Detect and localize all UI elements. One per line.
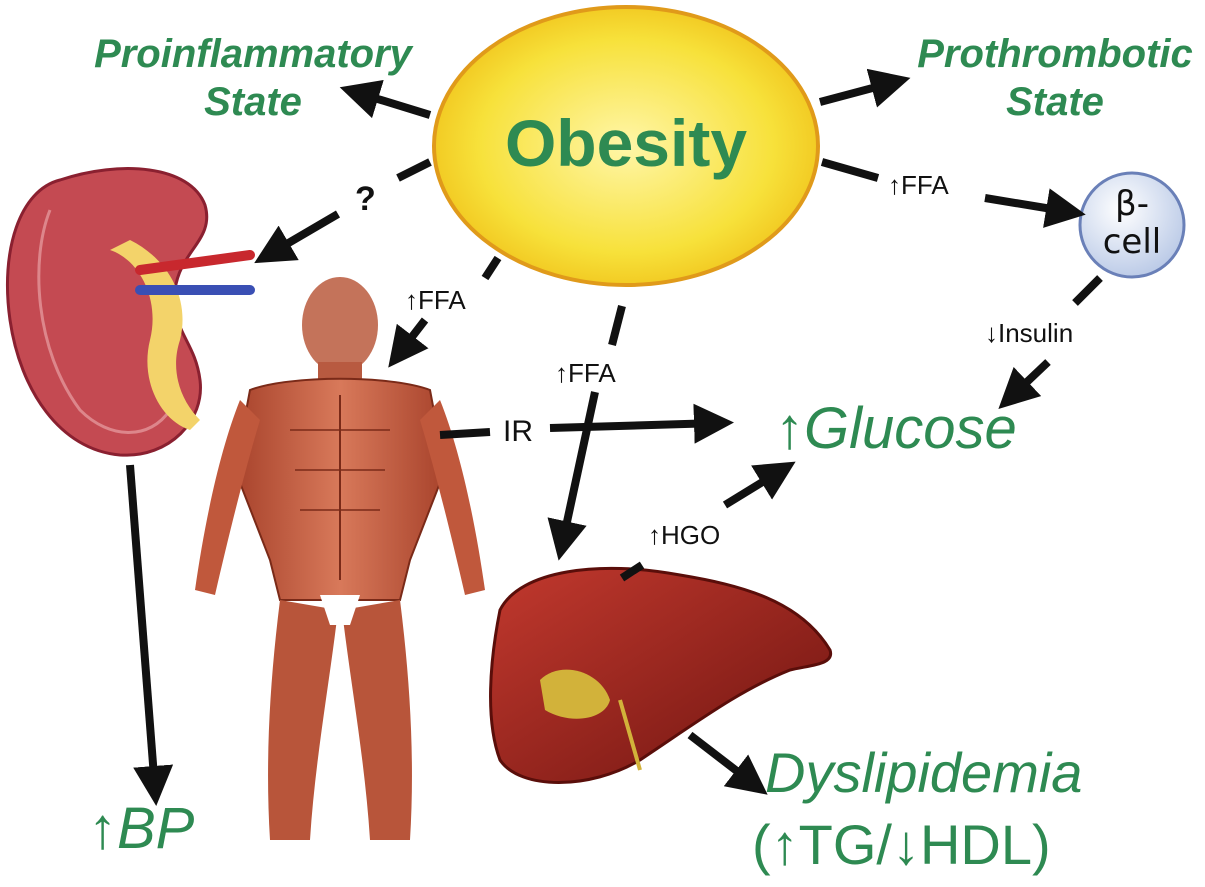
arrow-obesity-to-beta-cell-a [822,162,878,178]
edge-label-insulin: ↓Insulin [985,318,1073,349]
arrow-liver-to-glucose-b [725,470,782,505]
bp-arrow: ↑ [88,796,117,861]
arrow-obesity-to-prothrombotic [820,82,895,102]
edge-label-ir: IR [503,415,533,449]
edge-label-question: ? [355,180,376,219]
prothrombotic-label: Prothrombotic State [885,30,1205,126]
dyslipidemia-label: Dyslipidemia [765,740,1082,805]
arrow-obesity-to-kidney-b [268,214,338,255]
beta-cell-label: β- cell [1082,185,1182,261]
beta-cell-label-line2: cell [1082,223,1182,261]
arrow-body-to-glucose-b [550,423,718,428]
lipids-label: (↑TG/↓HDL) [752,812,1051,877]
kidney-illustration [7,169,250,456]
human-musculature-illustration [195,277,485,840]
arrow-obesity-to-liver-b [562,392,595,545]
prothrombotic-label-line2: State [885,78,1205,126]
bp-label: ↑BP [88,795,194,862]
edge-label-ffa-liver: ↑FFA [555,358,616,389]
edge-label-hgo: ↑HGO [648,520,720,551]
edge-label-ffa-body: ↑FFA [405,285,466,316]
obesity-label: Obesity [440,105,812,181]
glucose-label: ↑Glucose [775,395,1017,462]
arrow-kidney-to-bp [130,465,155,790]
arrow-liver-to-dyslipidemia [690,735,755,785]
arrow-obesity-to-liver-a [612,306,622,345]
prothrombotic-label-line1: Prothrombotic [885,30,1205,78]
arrow-obesity-to-kidney-a [398,162,430,178]
proinflammatory-label-line2: State [63,78,443,126]
arrow-obesity-to-beta-cell-b [985,198,1070,212]
proinflammatory-label-line1: Proinflammatory [63,30,443,78]
arrow-body-to-glucose-a [440,432,490,435]
arrow-obesity-to-body-b [398,320,425,355]
beta-cell-label-line1: β- [1082,185,1182,223]
arrow-beta-cell-to-glucose-b [1010,362,1048,398]
arrow-beta-cell-to-glucose-a [1075,278,1100,303]
arrow-obesity-to-body-a [485,258,498,278]
edge-label-ffa-right: ↑FFA [888,170,949,201]
proinflammatory-label: Proinflammatory State [63,30,443,126]
bp-text: BP [117,796,194,861]
